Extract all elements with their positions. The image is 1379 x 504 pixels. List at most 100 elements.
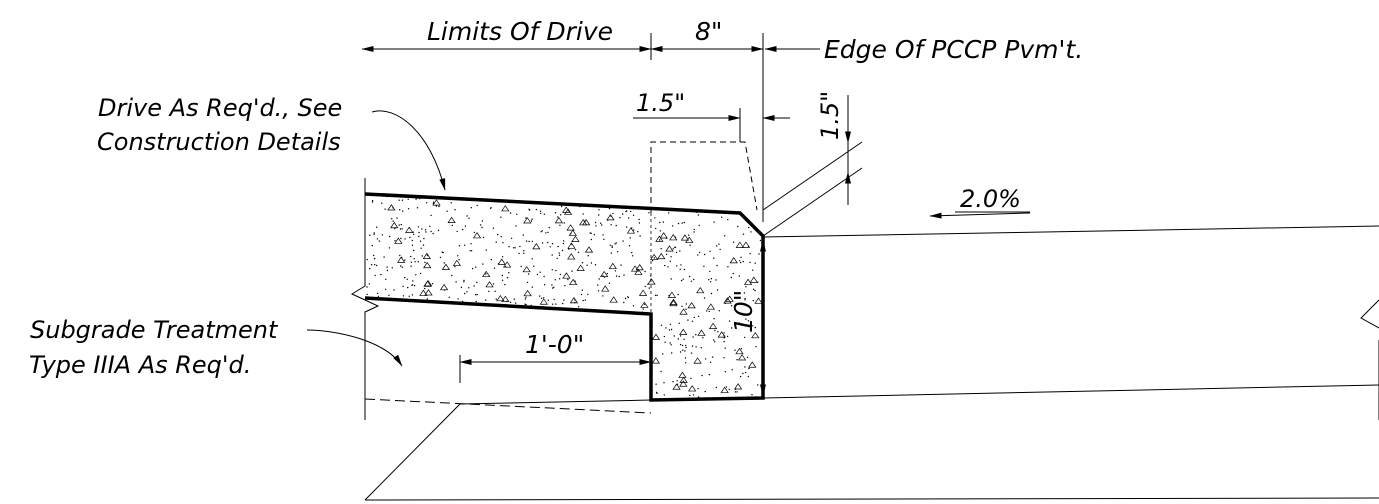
hatch-dot bbox=[540, 297, 543, 299]
hatch-dot bbox=[562, 242, 565, 245]
hatch-dot bbox=[564, 285, 566, 287]
hatch-dot bbox=[651, 259, 654, 262]
hatch-dot bbox=[531, 286, 534, 288]
hatch-dot bbox=[628, 217, 630, 219]
subbase-slope-line bbox=[364, 403, 461, 501]
hatch-dot bbox=[595, 225, 597, 227]
hatch-dot bbox=[692, 394, 695, 396]
hatch-dot bbox=[547, 231, 549, 234]
slope-label: 2.0% bbox=[960, 185, 1021, 213]
hatch-dot bbox=[401, 199, 404, 201]
hatch-dot bbox=[377, 295, 380, 298]
hatch-dot bbox=[710, 281, 712, 283]
hatch-dot bbox=[384, 208, 386, 210]
hatch-dot bbox=[638, 222, 641, 224]
hatch-dot bbox=[418, 231, 420, 234]
hatch-dot bbox=[457, 298, 459, 300]
hatch-dot bbox=[615, 242, 617, 244]
hatch-dot bbox=[519, 245, 521, 248]
hatch-dot bbox=[617, 251, 619, 253]
hatch-dot bbox=[644, 270, 646, 273]
hatch-dot bbox=[693, 231, 695, 233]
hatch-dot bbox=[417, 261, 419, 263]
hatch-dot bbox=[677, 338, 679, 340]
hatch-dot bbox=[473, 231, 476, 234]
hatch-aggregate bbox=[678, 371, 687, 378]
hatch-aggregate bbox=[735, 241, 745, 248]
hatch-aggregate bbox=[522, 265, 531, 273]
hatch-dot bbox=[488, 290, 490, 293]
hatch-dot bbox=[721, 216, 723, 218]
hatch-dot bbox=[531, 240, 533, 243]
hatch-dot bbox=[558, 254, 561, 256]
hatch-dot bbox=[492, 283, 495, 285]
hatch-dot bbox=[697, 214, 699, 216]
hatch-dot bbox=[711, 356, 714, 358]
hatch-dot bbox=[602, 234, 604, 236]
hatch-dot bbox=[752, 299, 754, 302]
hatch-dot bbox=[432, 232, 434, 235]
hatch-dot bbox=[600, 222, 602, 224]
hatch-dot bbox=[485, 249, 487, 251]
hatch-aggregate bbox=[576, 264, 585, 271]
hatch-aggregate bbox=[735, 347, 744, 355]
hatch-dot bbox=[554, 279, 556, 281]
hatch-dot bbox=[671, 225, 674, 227]
hatch-dot bbox=[559, 214, 562, 216]
hatch-dot bbox=[413, 233, 415, 236]
hatch-aggregate bbox=[751, 331, 760, 339]
hatch-dot bbox=[662, 353, 664, 355]
hatch-dot bbox=[738, 322, 741, 324]
hatch-aggregate bbox=[635, 264, 644, 271]
hatch-dot bbox=[623, 274, 625, 276]
hatch-dot bbox=[432, 201, 435, 203]
hatch-dot bbox=[654, 217, 656, 219]
hatch-aggregate bbox=[567, 253, 576, 260]
hatch-aggregate bbox=[626, 227, 636, 234]
hatch-dot bbox=[669, 323, 672, 325]
hatch-dot bbox=[752, 288, 755, 290]
hatch-aggregate bbox=[601, 285, 610, 292]
hatch-dot bbox=[552, 287, 554, 289]
hatch-dot bbox=[571, 270, 573, 272]
hatch-dot bbox=[463, 279, 465, 282]
hatch-dot bbox=[689, 275, 691, 278]
hatch-dot bbox=[731, 327, 733, 329]
hatch-dot bbox=[740, 256, 742, 258]
hatch-dot bbox=[454, 209, 456, 211]
hatch-dot bbox=[655, 391, 658, 394]
hatch-aggregate bbox=[651, 333, 661, 340]
hatch-dot bbox=[587, 293, 589, 296]
hatch-aggregate bbox=[571, 235, 580, 242]
hatch-dot bbox=[602, 295, 604, 297]
hatch-dot bbox=[535, 208, 538, 211]
hatch-dot bbox=[421, 255, 423, 257]
hatch-dot bbox=[551, 243, 554, 245]
hatch-dot bbox=[369, 268, 371, 270]
hatch-dot bbox=[481, 220, 484, 222]
hatch-dot bbox=[615, 224, 617, 227]
hatch-dot bbox=[697, 396, 700, 398]
hatch-dot bbox=[748, 226, 750, 229]
pavement-bottom-line bbox=[762, 384, 1379, 399]
hatch-dot bbox=[531, 258, 533, 260]
hatch-dot bbox=[745, 286, 747, 288]
hatch-dot bbox=[672, 248, 674, 250]
hatch-dot bbox=[744, 336, 746, 339]
hatch-aggregate bbox=[679, 380, 688, 387]
hatch-dot bbox=[682, 278, 684, 280]
hatch-dot bbox=[551, 269, 553, 271]
hatch-dot bbox=[690, 280, 693, 282]
hatch-dot bbox=[675, 251, 678, 254]
hatch-aggregate bbox=[394, 237, 403, 244]
hatch-dot bbox=[524, 298, 527, 300]
hatch-dot bbox=[703, 297, 706, 299]
hatch-dot bbox=[677, 222, 680, 225]
hatch-dot bbox=[667, 266, 669, 268]
hatch-dot bbox=[742, 260, 744, 263]
hatch-dot bbox=[648, 212, 650, 214]
hatch-dot bbox=[374, 274, 376, 277]
hatch-dot bbox=[684, 350, 686, 352]
hatch-dot bbox=[608, 208, 611, 210]
hatch-aggregate bbox=[568, 278, 578, 286]
